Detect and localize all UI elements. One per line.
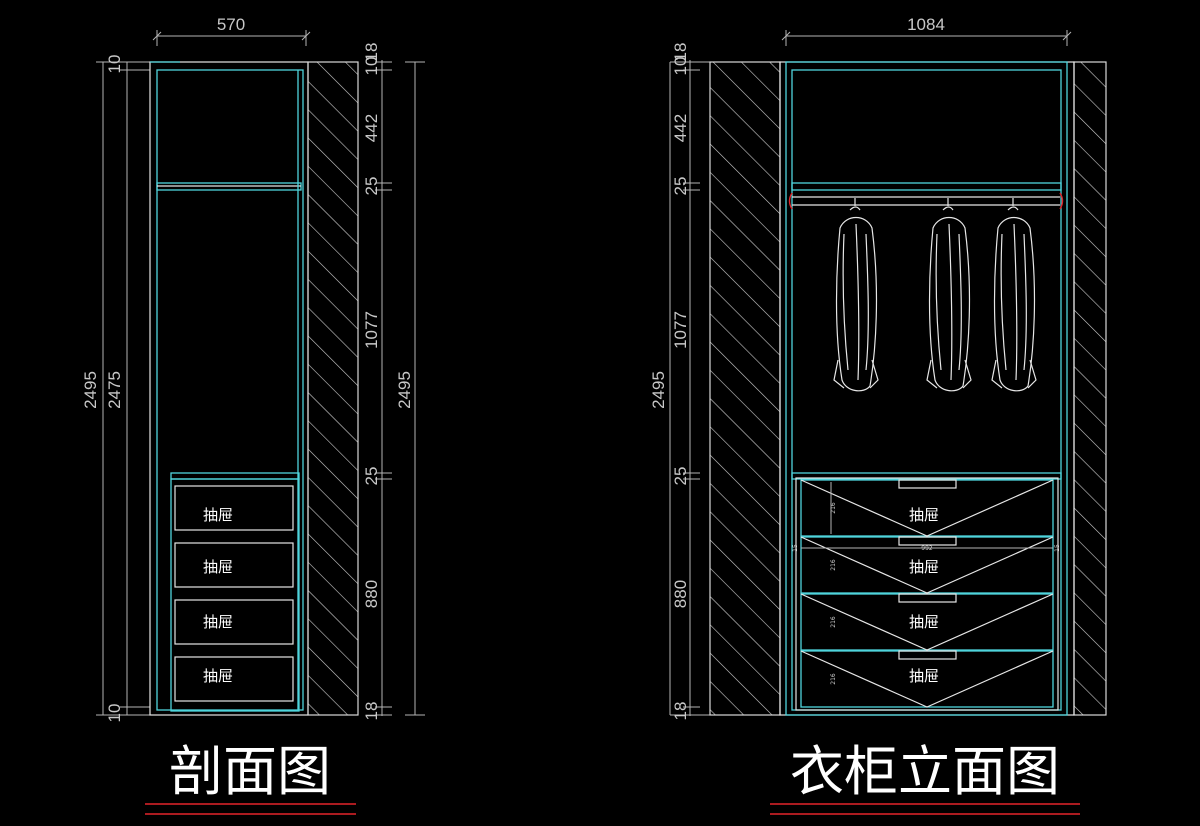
elevation-dim-25-upper: 25: [671, 177, 690, 196]
section-width-dimension: 570: [152, 15, 311, 46]
rail-end-right: [1059, 192, 1064, 210]
elevation-view: 1084 18 10 442 25 1077 25 880 18 2495: [649, 15, 1107, 815]
section-dim-25-upper: 25: [362, 177, 381, 196]
elevation-left-dimensions: 18 10 442 25 1077 25 880 18 2495: [649, 43, 710, 721]
section-width-label: 570: [217, 15, 245, 34]
drawer-handle: [898, 536, 957, 546]
section-dim-18-bottom: 18: [362, 702, 381, 721]
section-drawer: [174, 599, 294, 645]
drawer-handle: [898, 479, 957, 489]
section-outer-height-label: 2495: [81, 371, 100, 409]
section-right-dimensions: 18 10 442 25 1077 25 880 18: [362, 43, 392, 721]
section-dim-880: 880: [362, 580, 381, 608]
elevation-drawer-label: 抽屉: [909, 613, 939, 631]
section-title: 剖面图: [169, 740, 331, 803]
section-drawers: 抽屉 抽屉 抽屉 抽屉: [174, 485, 294, 702]
garment-illustration: [833, 197, 879, 392]
garment-illustration: [926, 197, 972, 392]
elevation-width-dimension: 1084: [781, 15, 1072, 46]
elevation-drawer-label: 抽屉: [909, 506, 939, 524]
section-cabinet: [149, 61, 309, 716]
section-drawer-label: 抽屉: [203, 613, 233, 631]
drawer-height-dim: 216: [830, 559, 837, 571]
garment-illustration: [991, 197, 1037, 392]
drawer-handle: [898, 593, 957, 603]
section-drawer: [174, 485, 294, 531]
section-dim-1077: 1077: [362, 311, 381, 349]
section-drawer-label: 抽屉: [203, 558, 233, 576]
elevation-dim-880: 880: [671, 580, 690, 608]
section-drawer-label: 抽屉: [203, 667, 233, 685]
section-title-group: 剖面图: [145, 740, 356, 815]
rail-end-left: [788, 192, 793, 210]
section-drawer: [174, 656, 294, 702]
drawer-gap-dim-right: 15: [1054, 544, 1061, 552]
section-dim-25-lower: 25: [362, 467, 381, 486]
section-drawer-label: 抽屉: [203, 506, 233, 524]
section-bottom-gap-label: 10: [105, 704, 124, 723]
section-view: 570 2495 2475 10 10: [81, 15, 425, 815]
elevation-dim-10-top: 10: [671, 57, 690, 76]
section-drawer: [174, 542, 294, 588]
elevation-title: 衣柜立面图: [790, 740, 1060, 803]
elevation-walls: [709, 61, 1107, 716]
section-dim-442: 442: [362, 114, 381, 142]
section-far-right-dimension: 2495: [395, 61, 425, 716]
drawer-height-dim: 216: [830, 616, 837, 628]
section-left-dimensions: 2495 2475 10 10: [81, 55, 150, 723]
drawer-gap-dim-left: 15: [792, 544, 799, 552]
hanging-rail: [788, 192, 1064, 210]
elevation-dim-18-bottom: 18: [671, 702, 690, 721]
section-inner-height-label: 2475: [105, 371, 124, 409]
elevation-dim-25-lower: 25: [671, 467, 690, 486]
drawer-width-dim: 992: [921, 545, 933, 552]
elevation-dim-18-top: 18: [671, 43, 690, 62]
elevation-width-label: 1084: [907, 15, 945, 34]
section-dim-10-top: 10: [362, 57, 381, 76]
elevation-drawer-label: 抽屉: [909, 558, 939, 576]
drawer-handle: [898, 650, 957, 660]
elevation-overall-height-label: 2495: [649, 371, 668, 409]
elevation-drawers: 抽屉 抽屉 抽屉 抽屉 216 216 216 216 992 15 15: [792, 477, 1061, 711]
section-wall: [307, 61, 359, 716]
elevation-drawer-label: 抽屉: [909, 667, 939, 685]
drawer-height-dim: 216: [830, 673, 837, 685]
elevation-dim-1077: 1077: [671, 311, 690, 349]
section-dim-18-top: 18: [362, 43, 381, 62]
hanging-garments: [833, 197, 1037, 392]
drawer-height-dim: 216: [830, 502, 837, 514]
elevation-dim-442: 442: [671, 114, 690, 142]
elevation-title-group: 衣柜立面图: [770, 740, 1080, 815]
section-top-gap-label: 10: [105, 55, 124, 74]
section-overall-height-label: 2495: [395, 371, 414, 409]
